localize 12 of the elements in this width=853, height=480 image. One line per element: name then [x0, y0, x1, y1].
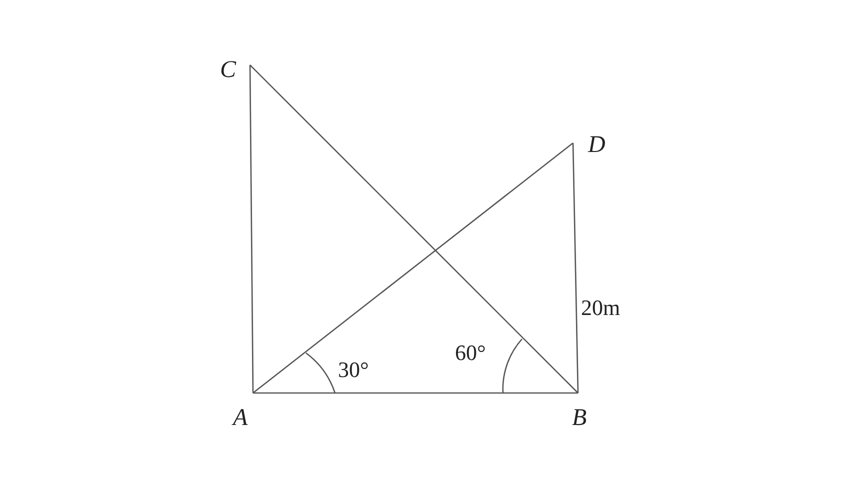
point-label: B [572, 406, 587, 430]
line-segment [252, 142, 574, 394]
line-segment [250, 64, 578, 394]
line-segment [572, 142, 579, 394]
point-label: D [588, 133, 606, 157]
angle-label: 30° [338, 359, 369, 381]
line-segment [249, 65, 254, 393]
point-label: A [233, 406, 248, 430]
point-label: C [220, 58, 236, 82]
angle-label: 60° [455, 342, 486, 364]
length-label: 20m [581, 297, 620, 319]
line-segment [253, 392, 578, 394]
